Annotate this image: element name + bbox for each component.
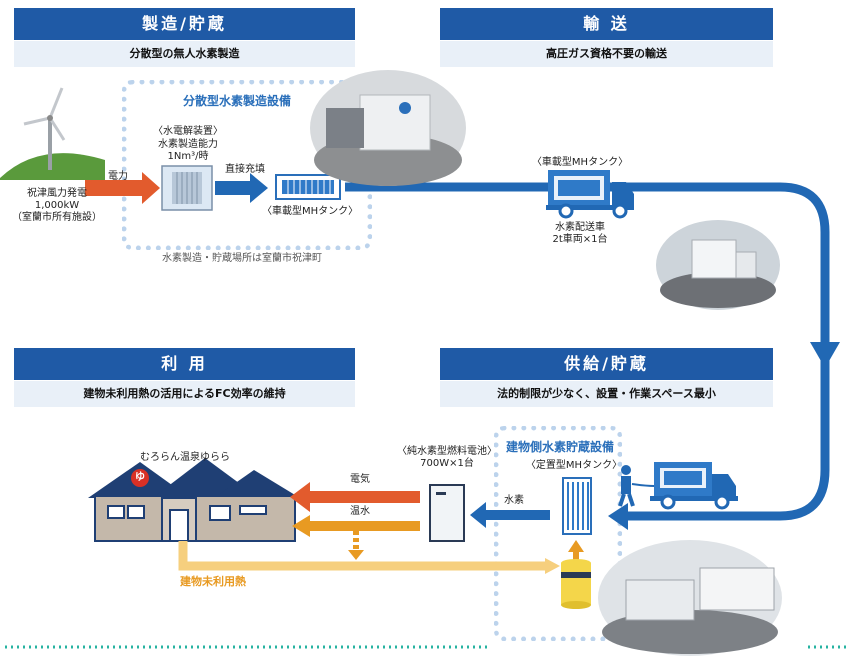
- storage-site-photo: [598, 540, 782, 656]
- storage-facility-title: 建物側水素貯蔵設備: [506, 440, 615, 454]
- electrolyzer-capacity-line1: 水素製造能力: [158, 139, 218, 150]
- production-facility-title: 分散型水素製造設備: [183, 94, 292, 108]
- truck-label-line1: 水素配送車: [555, 222, 605, 233]
- unused-heat-line: [178, 541, 545, 571]
- fuel-cell-label-line1: 〈純水素型燃料電池〉: [397, 446, 497, 457]
- stationary-mh-tank-icon: [562, 477, 592, 535]
- wind-turbine-icon: [0, 87, 105, 180]
- storage-facility-box: [494, 426, 622, 641]
- unused-heat-label: 建物未利用熱: [180, 575, 246, 588]
- heat-up-arrow: [568, 540, 584, 560]
- subtitle-production: 分散型の無人水素製造: [14, 41, 355, 67]
- electrolyzer-capacity-line2: 1Nm³/時: [167, 151, 209, 162]
- delivery-truck-icon: [546, 170, 634, 219]
- building-icon: [88, 458, 300, 542]
- subtitle-transport: 高圧ガス資格不要の輸送: [440, 41, 773, 67]
- hot-water-arrow: [292, 515, 420, 537]
- electricity-arrow: [290, 482, 420, 512]
- refill-truck-icon: [618, 462, 738, 510]
- route-arrow-down: [810, 342, 840, 368]
- header-transport: 輸 送: [440, 8, 773, 40]
- heater-cylinder-icon: [561, 559, 591, 609]
- wind-label-line1: 祝津風力発電: [27, 188, 87, 199]
- hot-water-down-arrow: [348, 550, 364, 560]
- fuel-cell-label-line2: 700W×1台: [420, 458, 474, 469]
- mh-tank-label: 〈車載型MHタンク〉: [262, 206, 359, 217]
- unused-heat-arrow: [545, 558, 560, 574]
- electricity-label: 電気: [350, 474, 370, 485]
- electrolyzer-label: 〈水電解装置〉: [153, 126, 223, 137]
- subtitle-usage: 建物未利用熱の活用によるFC効率の維持: [14, 381, 355, 407]
- production-site-photo: [310, 70, 466, 186]
- stationary-tank-label: 〈定置型MHタンク〉: [525, 460, 623, 471]
- hot-water-label: 温水: [350, 506, 370, 517]
- hydrogen-label: 水素: [504, 495, 524, 506]
- electrolyzer-icon: [161, 165, 213, 211]
- direct-fill-label: 直接充填: [225, 164, 265, 175]
- production-location-note: 水素製造・貯蔵場所は室蘭市祝津町: [162, 253, 322, 264]
- building-sign: ゆ: [135, 472, 145, 483]
- fuel-cell-icon: [429, 484, 465, 542]
- mh-tank-icon: [275, 174, 341, 200]
- header-usage: 利 用: [14, 348, 355, 380]
- truck-label-line2: 2t車両×1台: [552, 234, 608, 245]
- route-arrow-left: [608, 503, 628, 530]
- truck-photo: [656, 220, 780, 310]
- truck-tank-label: 〈車載型MHタンク〉: [531, 157, 629, 168]
- building-name: むろらん温泉ゆらら: [140, 452, 230, 463]
- wind-label-line3: （室蘭市所有施設）: [12, 212, 102, 223]
- subtitle-supply: 法的制限が少なく、設置・作業スペース最小: [440, 381, 773, 407]
- hydrogen-arrow: [470, 502, 550, 528]
- header-production: 製造/貯蔵: [14, 8, 355, 40]
- header-supply: 供給/貯蔵: [440, 348, 773, 380]
- direct-fill-arrow: [215, 173, 268, 203]
- power-label: 電力: [108, 171, 128, 182]
- wind-label-line2: 1,000kW: [34, 200, 80, 211]
